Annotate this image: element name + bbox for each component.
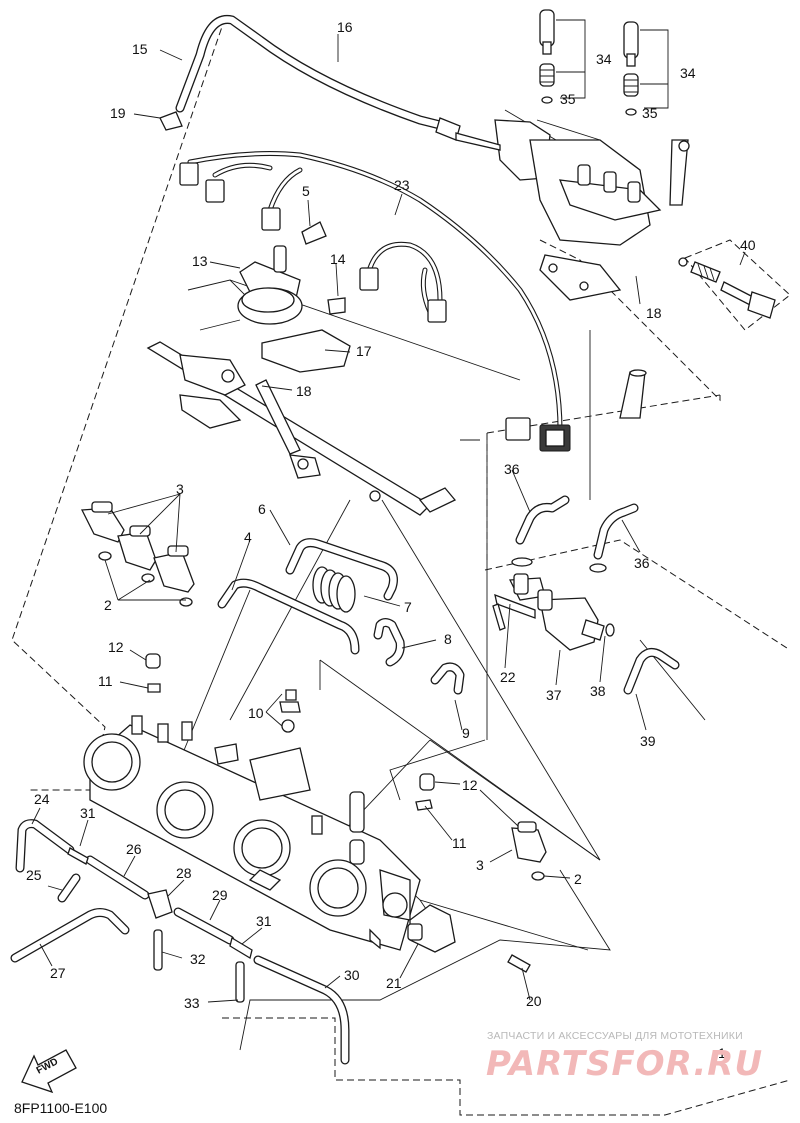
callout-31b: 31 — [256, 913, 272, 929]
callout-2b: 2 — [574, 871, 582, 887]
callout-17: 17 — [356, 343, 372, 359]
sensor-21 — [407, 904, 531, 973]
callout-10: 10 — [248, 705, 264, 721]
callout-1: 1 — [718, 1045, 726, 1061]
callout-30: 30 — [344, 967, 360, 983]
hoses-middle — [217, 538, 465, 695]
callout-32: 32 — [190, 951, 206, 967]
leader-lines — [179, 109, 706, 1051]
callout-22: 22 — [500, 669, 516, 685]
callout-20: 20 — [526, 993, 542, 1009]
screw-kit-40 — [678, 239, 791, 331]
caps-left — [145, 653, 301, 733]
callout-23: 23 — [394, 177, 410, 193]
secondary-injector-parts — [539, 9, 669, 116]
callout-28: 28 — [176, 865, 192, 881]
callout-40: 40 — [740, 237, 756, 253]
pipe-upper-right — [619, 369, 647, 419]
callout-34b: 34 — [680, 65, 696, 81]
diagram-code: 8FP1100-E100 — [14, 1100, 108, 1116]
callout-35b: 35 — [642, 105, 658, 121]
callout-26: 26 — [126, 841, 142, 857]
sub-throttle-actuator — [455, 119, 690, 301]
callout-13: 13 — [192, 253, 208, 269]
callout-21: 21 — [386, 975, 402, 991]
fwd-arrow-icon — [21, 1049, 77, 1094]
callout-27: 27 — [50, 965, 66, 981]
hose-15-16 — [159, 14, 461, 141]
callout-2a: 2 — [104, 597, 112, 613]
hoses-right — [515, 495, 680, 695]
callout-24: 24 — [34, 791, 50, 807]
wire-harness-23 — [179, 151, 571, 452]
callout-29: 29 — [212, 887, 228, 903]
callout-16: 16 — [337, 19, 353, 35]
callout-7: 7 — [404, 599, 412, 615]
callout-6: 6 — [258, 501, 266, 517]
callout-18a: 18 — [646, 305, 662, 321]
callout-38: 38 — [590, 683, 606, 699]
callout-9: 9 — [462, 725, 470, 741]
callout-3a: 3 — [176, 481, 184, 497]
callout-15: 15 — [132, 41, 148, 57]
callout-12a: 12 — [108, 639, 124, 655]
spring-7 — [312, 566, 356, 613]
callout-36a: 36 — [504, 461, 520, 477]
sensor-13 — [237, 221, 346, 325]
callout-39: 39 — [640, 733, 656, 749]
callout-11b: 11 — [452, 835, 467, 851]
injector-right — [415, 773, 547, 881]
callout-8: 8 — [444, 631, 452, 647]
callout-33: 33 — [184, 995, 200, 1011]
throttle-body — [83, 715, 421, 951]
callout-19: 19 — [110, 105, 126, 121]
callout-14: 14 — [330, 251, 346, 267]
callout-5: 5 — [302, 183, 310, 199]
lower-hoses — [10, 819, 350, 1065]
callout-18b: 18 — [296, 383, 312, 399]
callout-35a: 35 — [560, 91, 576, 107]
injectors-left — [80, 501, 195, 607]
callout-3b: 3 — [476, 857, 484, 873]
watermark-logo: PARTSFOR.RU — [486, 1044, 764, 1084]
callout-37: 37 — [546, 687, 562, 703]
fuel-rail — [146, 329, 457, 516]
callout-34a: 34 — [596, 51, 612, 67]
callout-25: 25 — [26, 867, 42, 883]
watermark-caption: ЗАПЧАСТИ И АКСЕССУАРЫ ДЛЯ МОТОТЕХНИКИ — [487, 1030, 743, 1042]
callout-12b: 12 — [462, 777, 478, 793]
callout-leaders — [31, 34, 746, 1003]
callout-36b: 36 — [634, 555, 650, 571]
callout-31a: 31 — [80, 805, 96, 821]
callout-11a: 11 — [98, 673, 113, 689]
joint-37 — [492, 557, 615, 651]
callout-4: 4 — [244, 529, 252, 545]
